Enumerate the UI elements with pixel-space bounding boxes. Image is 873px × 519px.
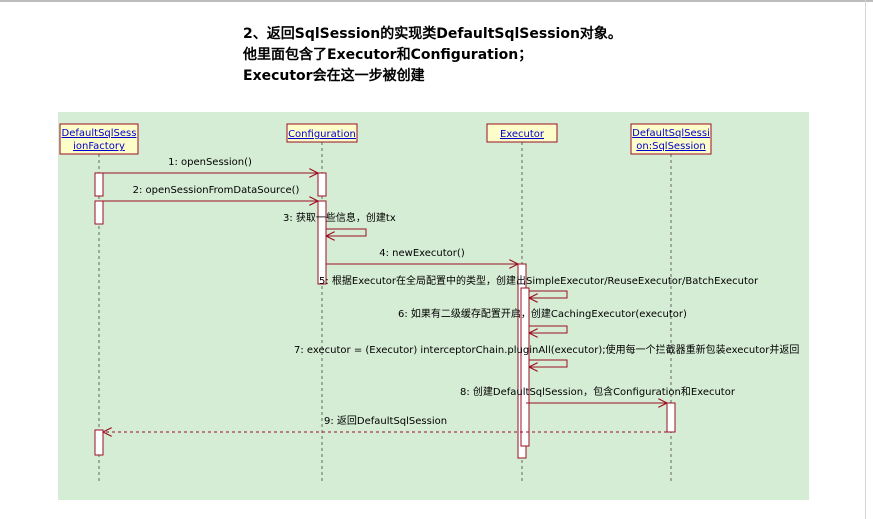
participant-box <box>286 123 358 143</box>
top-divider <box>0 0 873 2</box>
participant-name: Executor <box>500 129 545 140</box>
diagram-background <box>58 112 809 500</box>
message-1[interactable]: 1: openSession() <box>103 157 318 173</box>
message-5[interactable]: 5: 根据Executor在全局配置中的类型，创建出SimpleExecutor… <box>319 274 759 298</box>
participant-name: DefaultSqlSess <box>62 128 137 139</box>
message-4[interactable]: 4: newExecutor() <box>326 248 518 264</box>
heading-line-2: 他里面包含了Executor和Configuration； <box>243 47 533 63</box>
activation-bar-config <box>317 200 327 285</box>
activation-bar-factory <box>94 429 104 456</box>
participant-box <box>59 123 139 155</box>
message-7[interactable]: 7: executor = (Executor) interceptorChai… <box>294 343 799 367</box>
activation-bar-config <box>317 172 327 197</box>
activation-bar-factory <box>94 172 104 197</box>
participant-name: ionFactory <box>73 141 125 152</box>
participant-box <box>486 123 558 143</box>
heading: 2、返回SqlSession的实现类DefaultSqlSession对象。 他… <box>243 24 622 87</box>
message-label: 3: 获取一些信息，创建tx <box>283 211 396 224</box>
participant-executor[interactable]: Executor <box>486 123 558 143</box>
message-6[interactable]: 6: 如果有二级缓存配置开启，创建CachingExecutor(executo… <box>398 307 687 333</box>
message-label: 1: openSession() <box>168 157 252 168</box>
message-3[interactable]: 3: 获取一些信息，创建tx <box>283 211 396 236</box>
participant-name: on:SqlSession <box>636 141 705 152</box>
message-label: 2: openSessionFromDataSource() <box>133 185 300 196</box>
right-divider <box>865 0 866 519</box>
self-call-arrow <box>529 290 568 298</box>
participant-factory[interactable]: DefaultSqlSess ionFactory <box>59 123 139 155</box>
message-label: 7: executor = (Executor) interceptorChai… <box>294 343 799 356</box>
self-call-arrow <box>529 359 568 367</box>
participant-name: DefaultSqlSessi <box>632 128 710 139</box>
self-call-arrow <box>529 325 568 333</box>
message-label: 8: 创建DefaultSqlSession，包含Configuration和E… <box>460 385 736 398</box>
activation-bar-session <box>666 402 676 433</box>
participant-box <box>630 123 712 155</box>
heading-line-3: Executor会在这一步被创建 <box>243 68 425 84</box>
activation-bar-factory <box>94 200 104 225</box>
participant-session[interactable]: DefaultSqlSessi on:SqlSession <box>630 123 712 155</box>
message-label: 5: 根据Executor在全局配置中的类型，创建出SimpleExecutor… <box>319 274 759 287</box>
message-label: 4: newExecutor() <box>379 248 465 259</box>
message-9[interactable]: 9: 返回DefaultSqlSession <box>103 415 667 432</box>
message-label: 6: 如果有二级缓存配置开启，创建CachingExecutor(executo… <box>398 307 687 320</box>
participant-config[interactable]: Configuration <box>286 123 358 143</box>
self-call-arrow <box>326 228 367 236</box>
message-label: 9: 返回DefaultSqlSession <box>324 415 447 427</box>
heading-line-1: 2、返回SqlSession的实现类DefaultSqlSession对象。 <box>243 26 622 42</box>
message-2[interactable]: 2: openSessionFromDataSource() <box>103 185 318 201</box>
message-8[interactable]: 8: 创建DefaultSqlSession，包含Configuration和E… <box>460 385 736 403</box>
participant-name: Configuration <box>288 129 356 140</box>
